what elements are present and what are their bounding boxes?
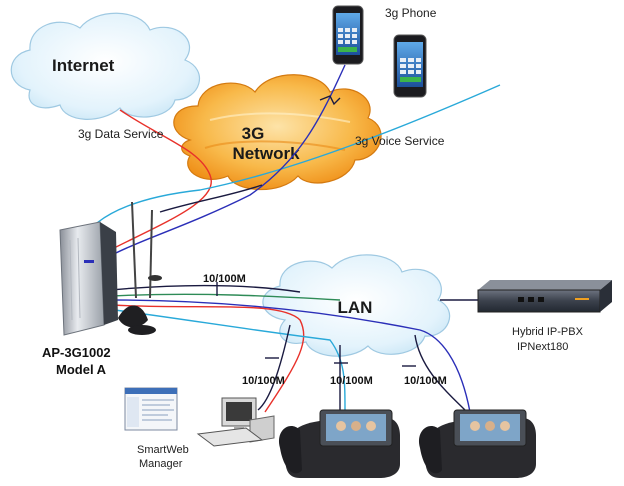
gateway-label-line2: Model A (56, 362, 107, 377)
3g-network-label-line2: Network (232, 144, 300, 163)
link-main-3 (111, 299, 471, 413)
rack-server-icon (477, 280, 612, 313)
manager-label-line1: SmartWeb (137, 444, 189, 456)
link-vphone-2 (414, 334, 466, 411)
links (68, 64, 501, 413)
lan-label: LAN (338, 298, 373, 317)
voice-service-label: 3g Voice Service (355, 134, 445, 148)
3g-network-label-line1: 3G (242, 124, 265, 143)
smartphone-icon-1 (332, 5, 364, 65)
link-main-5 (114, 309, 346, 413)
speed-label-main: 10/100M (203, 273, 246, 285)
speed-label-2: 10/100M (330, 375, 373, 387)
lan-cloud: LAN (262, 254, 451, 357)
desktop-computer-icon (196, 397, 275, 447)
link-phone-blue (111, 64, 346, 256)
video-phone-icon-2 (419, 409, 536, 478)
router-device-icon (59, 201, 162, 336)
speed-label-3: 10/100M (404, 375, 447, 387)
speed-label-1: 10/100M (242, 375, 285, 387)
internet-cloud: Internet (10, 12, 201, 120)
link-3g-dark (159, 184, 263, 213)
internet-label: Internet (52, 56, 115, 75)
link-main-4 (111, 304, 305, 413)
link-main-2 (109, 293, 341, 301)
pbx-label-line1: Hybrid IP-PBX (512, 326, 584, 338)
gateway-label-line1: AP-3G1002 (42, 345, 111, 360)
smartphone-icon-2 (393, 34, 427, 98)
link-main-1 (109, 284, 301, 293)
web-manager-screen-icon (124, 387, 178, 431)
link-data-service-red (109, 109, 212, 251)
link-phone-dark (319, 95, 341, 106)
pbx-label-line2: IPNext180 (517, 341, 568, 353)
video-phone-icon-1 (279, 409, 400, 478)
3g-phone-label: 3g Phone (385, 6, 437, 20)
data-service-label: 3g Data Service (78, 127, 164, 141)
manager-label-line2: Manager (139, 458, 183, 470)
link-computer (257, 324, 291, 411)
